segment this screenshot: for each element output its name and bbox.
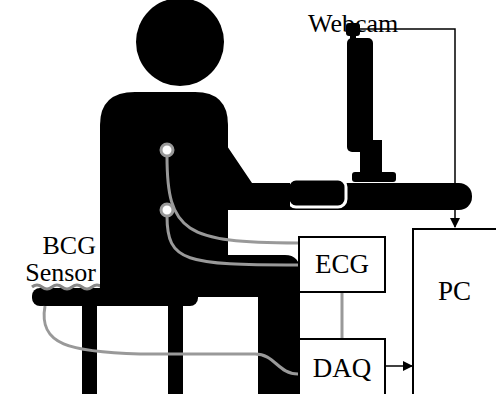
person-head	[136, 0, 224, 86]
monitor-base	[352, 172, 396, 182]
box-label: PC	[438, 278, 471, 305]
box-label: ECG	[315, 251, 369, 278]
webcam-cable	[360, 29, 455, 227]
person-leg	[100, 255, 300, 394]
box-label: DAQ	[313, 355, 372, 382]
keyboard	[288, 179, 346, 207]
daq-pc-arrow	[386, 365, 412, 367]
electrode	[161, 204, 173, 216]
ecg-box: ECG	[298, 236, 386, 293]
ecg-daq-link	[341, 293, 344, 338]
bcg-sensor-label: BCG Sensor	[4, 232, 96, 287]
electrode	[161, 144, 173, 156]
daq-box: DAQ	[298, 338, 386, 394]
person-arm	[190, 100, 290, 209]
monitor	[347, 38, 373, 152]
ecg-lead-wire	[167, 156, 298, 243]
ecg-lead-wire	[167, 216, 298, 265]
chair-leg	[168, 305, 183, 394]
bcg-sensor-wire	[44, 306, 298, 374]
pc-box: PC	[412, 228, 496, 394]
webcam-label: Webcam	[308, 10, 398, 37]
